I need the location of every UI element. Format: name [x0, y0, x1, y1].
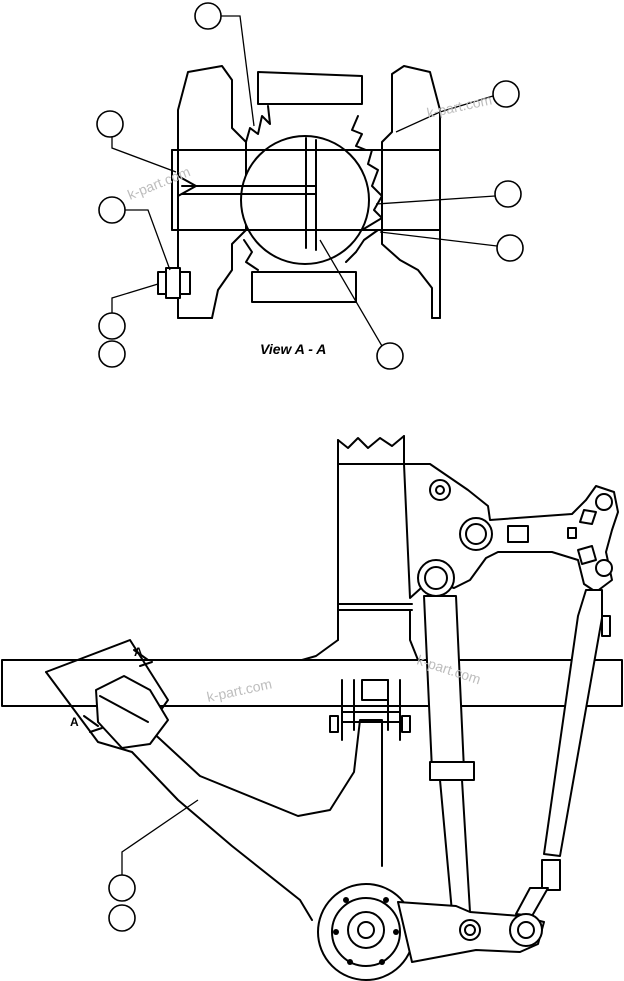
section-view-a-a [157, 65, 441, 319]
callout-marker [108, 874, 136, 902]
callouts-bottom [108, 799, 199, 932]
callout-marker [108, 904, 136, 932]
callout-marker [96, 110, 124, 138]
section-marker-letter: A [134, 645, 143, 659]
section-marker-letter: A [70, 715, 79, 729]
linkage-assembly [1, 435, 623, 981]
callout-marker [98, 196, 126, 224]
view-label: View A - A [260, 341, 326, 357]
watermark: k-part.com [125, 163, 192, 203]
callout-marker [98, 312, 126, 340]
watermark: k-part.com [205, 676, 273, 705]
callout-marker [496, 234, 524, 262]
callout-marker [194, 2, 222, 30]
callout-marker [494, 180, 522, 208]
callout-marker [98, 340, 126, 368]
callout-marker [492, 80, 520, 108]
callout-marker [376, 342, 404, 370]
callouts-top [96, 2, 524, 370]
